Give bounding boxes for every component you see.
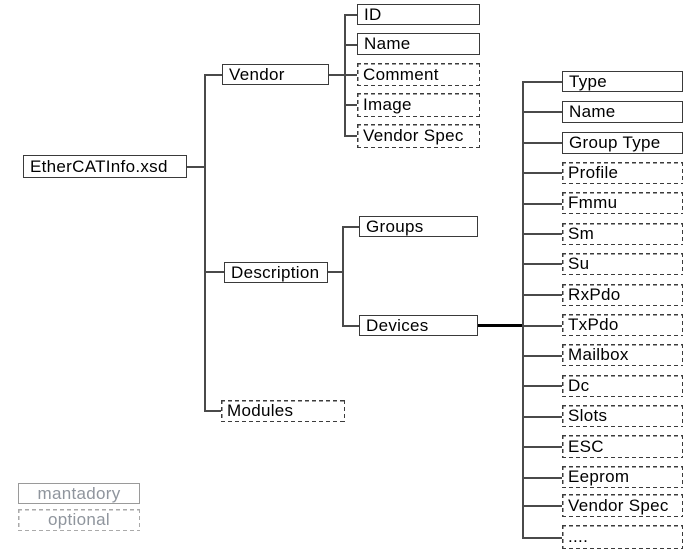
connector-line — [524, 111, 562, 113]
legend-optional: optional — [18, 509, 140, 531]
node-profile: Profile — [562, 162, 683, 184]
connector-line — [342, 226, 344, 327]
connector-line — [346, 135, 357, 137]
node-mailbox: Mailbox — [562, 344, 683, 366]
connector-line — [186, 166, 206, 168]
node-su: Su — [562, 253, 683, 275]
connector-line — [524, 172, 562, 174]
connector-line — [524, 325, 562, 327]
node-description: Description — [224, 262, 328, 283]
node-vendor: Vendor — [222, 64, 329, 85]
node-device-vendor-spec: Vendor Spec — [562, 494, 683, 517]
connector-line — [346, 14, 357, 16]
connector-line — [344, 325, 359, 327]
node-image: Image — [357, 93, 480, 117]
connector-line — [346, 104, 357, 106]
connector-line — [344, 226, 359, 228]
connector-line — [524, 477, 562, 479]
connector-line — [524, 294, 562, 296]
connector-line — [524, 142, 562, 144]
connector-line — [206, 271, 224, 273]
connector-line — [206, 74, 222, 76]
connector-line — [524, 537, 562, 539]
connector-line — [522, 81, 524, 539]
connector-line — [206, 410, 221, 412]
node-txpdo: TxPdo — [562, 314, 683, 336]
connector-line — [524, 263, 562, 265]
node-ethercatinfo-xsd: EtherCATInfo.xsd — [23, 155, 187, 178]
connector-line — [344, 14, 346, 137]
node-groups: Groups — [359, 216, 478, 237]
connector-line — [524, 416, 562, 418]
node-device-name: Name — [562, 101, 683, 123]
legend-mandatory: mantadory — [18, 483, 140, 504]
connector-line — [346, 44, 357, 46]
connector-line — [346, 74, 357, 76]
connector-line — [524, 355, 562, 357]
node-comment: Comment — [357, 63, 480, 86]
connector-line — [329, 74, 345, 76]
node-eeprom: Eeprom — [562, 466, 683, 488]
node-id: ID — [357, 4, 480, 25]
connector-line — [524, 385, 562, 387]
node-modules: Modules — [221, 400, 345, 422]
connector-line — [524, 505, 562, 507]
connector-line — [524, 81, 562, 83]
node-sm: Sm — [562, 223, 683, 245]
node-group-type: Group Type — [562, 132, 683, 154]
connector-line — [524, 446, 562, 448]
node-esc: ESC — [562, 435, 683, 458]
node-rxpdo: RxPdo — [562, 284, 683, 306]
connector-line — [204, 74, 206, 412]
node-device-type: Type — [562, 71, 683, 92]
node-vendor-spec: Vendor Spec — [357, 124, 480, 148]
node-vendor-name: Name — [357, 33, 480, 55]
node-devices: Devices — [359, 315, 478, 336]
node-fmmu: Fmmu — [562, 192, 683, 214]
connector-line — [524, 203, 562, 205]
node-dc: Dc — [562, 375, 683, 397]
connector-line — [524, 233, 562, 235]
node-slots: Slots — [562, 405, 683, 427]
connector-line — [328, 271, 343, 273]
node-ellipsis: .... — [562, 525, 683, 549]
connector-line — [478, 324, 524, 327]
